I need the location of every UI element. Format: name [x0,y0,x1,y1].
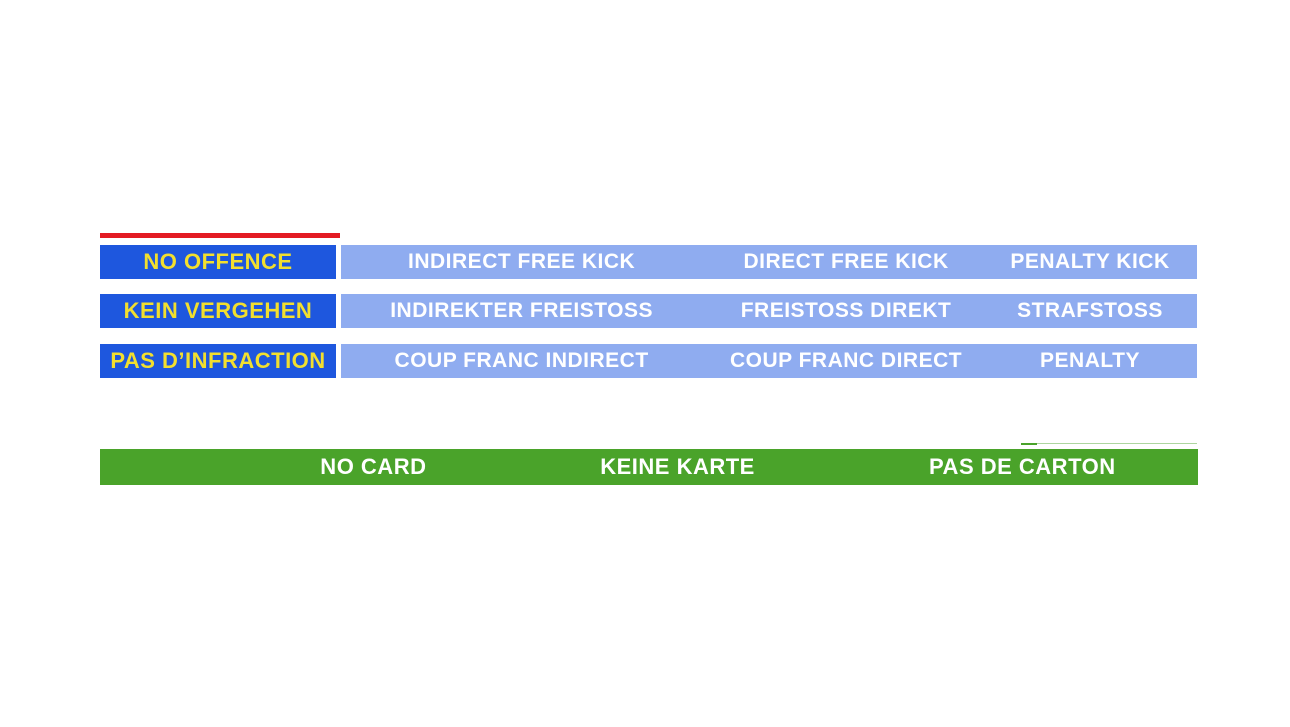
option-direct-free-kick[interactable]: DIRECT FREE KICK [743,250,949,273]
card-highlight-fragment [1021,443,1037,445]
option-penalty[interactable]: PENALTY [1040,349,1140,372]
option-no-card[interactable]: NO CARD [320,454,427,479]
card-highlight-hairline [1037,443,1197,444]
option-pas-de-carton[interactable]: PAS DE CARTON [929,454,1116,479]
decision-bar-row-3: COUP FRANC INDIRECT COUP FRANC DIRECT PE… [341,344,1197,378]
decision-bar-row-1: INDIRECT FREE KICK DIRECT FREE KICK PENA… [341,245,1197,279]
option-coup-franc-indirect[interactable]: COUP FRANC INDIRECT [394,349,649,372]
option-penalty-kick[interactable]: PENALTY KICK [1010,250,1170,273]
card-bar: NO CARD KEINE KARTE PAS DE CARTON [100,449,1198,485]
label-no-offence[interactable]: NO OFFENCE [100,245,336,279]
label-kein-vergehen[interactable]: KEIN VERGEHEN [100,294,336,328]
selection-indicator-bar [100,233,340,238]
option-indirekter-freistoss[interactable]: INDIREKTER FREISTOSS [390,299,654,322]
label-pas-d-infraction[interactable]: PAS D’INFRACTION [100,344,336,378]
option-indirect-free-kick[interactable]: INDIRECT FREE KICK [408,250,636,273]
option-freistoss-direkt[interactable]: FREISTOSS DIREKT [740,299,952,322]
option-keine-karte[interactable]: KEINE KARTE [600,454,755,479]
decision-bar-row-2: INDIREKTER FREISTOSS FREISTOSS DIREKT ST… [341,294,1197,328]
option-strafstoss[interactable]: STRAFSTOSS [1017,299,1163,322]
option-coup-franc-direct[interactable]: COUP FRANC DIRECT [729,349,963,372]
